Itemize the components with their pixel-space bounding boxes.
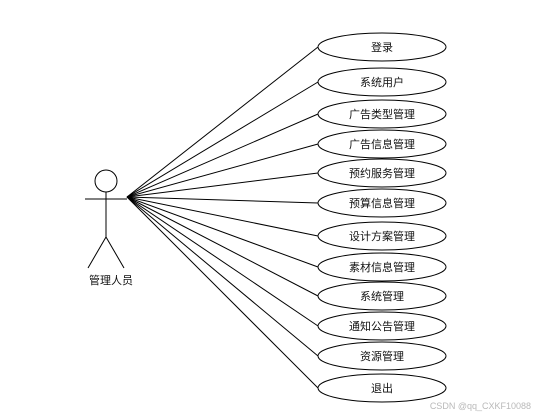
use-case-ellipse bbox=[317, 32, 447, 62]
association-line bbox=[126, 81, 319, 198]
use-case-label: 预约服务管理 bbox=[349, 166, 415, 180]
actor-head bbox=[94, 169, 118, 193]
use-case-label: 系统用户 bbox=[360, 75, 404, 89]
association-line bbox=[126, 196, 319, 204]
use-case-group: 登录系统用户广告类型管理广告信息管理预约服务管理预算信息管理设计方案管理素材信息… bbox=[317, 32, 447, 403]
use-case-ellipse bbox=[317, 341, 447, 371]
use-case: 登录 bbox=[317, 32, 447, 62]
use-case: 广告类型管理 bbox=[317, 99, 447, 129]
use-case: 设计方案管理 bbox=[317, 221, 447, 251]
actor-label: 管理人员 bbox=[89, 273, 133, 287]
association-lines bbox=[126, 46, 319, 389]
use-case-label: 退出 bbox=[371, 381, 393, 395]
use-case-ellipse bbox=[317, 188, 447, 218]
use-case: 资源管理 bbox=[317, 341, 447, 371]
use-case: 系统管理 bbox=[317, 281, 447, 311]
association-line bbox=[126, 143, 319, 198]
use-case-ellipse bbox=[317, 67, 447, 97]
association-line bbox=[126, 196, 319, 327]
use-case-label: 素材信息管理 bbox=[349, 260, 415, 274]
use-case-label: 登录 bbox=[371, 40, 393, 54]
use-case-label: 预算信息管理 bbox=[349, 196, 415, 210]
association-line bbox=[126, 196, 319, 389]
association-line bbox=[126, 46, 319, 198]
use-case: 预算信息管理 bbox=[317, 188, 447, 218]
actor-right-leg bbox=[105, 236, 125, 269]
use-case-ellipse bbox=[317, 129, 447, 159]
association-line bbox=[126, 172, 319, 198]
use-case: 系统用户 bbox=[317, 67, 447, 97]
watermark-text: CSDN @qq_CXKF10088 bbox=[430, 401, 531, 411]
use-case: 广告信息管理 bbox=[317, 129, 447, 159]
use-case-label: 广告类型管理 bbox=[349, 107, 415, 121]
use-case-ellipse bbox=[317, 158, 447, 188]
use-case-ellipse bbox=[317, 221, 447, 251]
association-line bbox=[126, 196, 319, 357]
association-line bbox=[126, 196, 319, 237]
use-case-label: 广告信息管理 bbox=[349, 137, 415, 151]
use-case: 退出 bbox=[317, 373, 447, 403]
association-line bbox=[126, 196, 319, 268]
actor-figure: 管理人员 bbox=[85, 169, 133, 287]
use-case-ellipse bbox=[317, 281, 447, 311]
use-case-label: 设计方案管理 bbox=[349, 229, 415, 243]
use-case-ellipse bbox=[317, 99, 447, 129]
actor-left-leg bbox=[87, 236, 107, 269]
use-case: 素材信息管理 bbox=[317, 252, 447, 282]
use-case-ellipse bbox=[317, 311, 447, 341]
use-case: 预约服务管理 bbox=[317, 158, 447, 188]
use-case-label: 资源管理 bbox=[360, 349, 404, 363]
use-case-ellipse bbox=[317, 252, 447, 282]
use-case-ellipse bbox=[317, 373, 447, 403]
association-line bbox=[126, 113, 319, 198]
association-line bbox=[126, 196, 319, 297]
use-case-label: 系统管理 bbox=[360, 289, 404, 303]
use-case-label: 通知公告管理 bbox=[349, 319, 415, 333]
use-case: 通知公告管理 bbox=[317, 311, 447, 341]
